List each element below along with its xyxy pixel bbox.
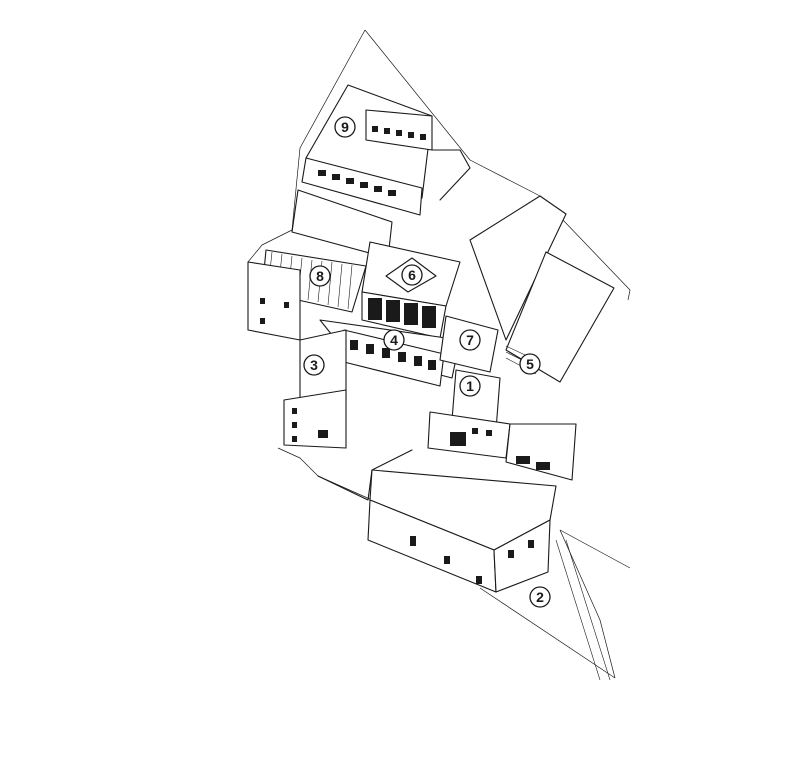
marker-2: 2 (529, 586, 551, 608)
right-wing (505, 423, 577, 481)
building-2 (367, 469, 611, 681)
marker-8: 8 (309, 265, 331, 287)
building-3 (283, 329, 413, 501)
building-5 (469, 195, 615, 383)
marker-3-label: 3 (310, 357, 318, 373)
marker-1-label: 1 (466, 378, 474, 394)
marker-7: 7 (459, 329, 481, 351)
marker-3: 3 (303, 354, 325, 376)
marker-5: 5 (519, 353, 541, 375)
marker-8-label: 8 (316, 268, 324, 284)
marker-5-label: 5 (526, 356, 534, 372)
marker-1: 1 (459, 375, 481, 397)
marker-4-label: 4 (390, 332, 398, 348)
marker-9-label: 9 (341, 119, 349, 135)
marker-4: 4 (383, 329, 405, 351)
marker-6: 6 (401, 264, 423, 286)
marker-9: 9 (334, 116, 356, 138)
marker-7-label: 7 (466, 332, 474, 348)
marker-2-label: 2 (536, 589, 544, 605)
marker-6-label: 6 (408, 267, 416, 283)
building-9 (301, 84, 471, 216)
